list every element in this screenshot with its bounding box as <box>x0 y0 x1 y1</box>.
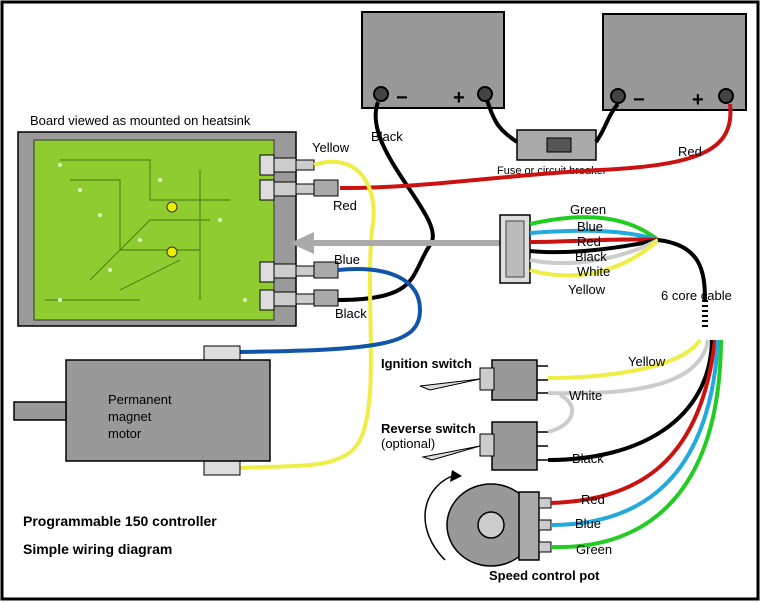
wire-battery-link-a <box>485 99 519 144</box>
connector-pin-labels: Green Blue Red Black White Yellow <box>568 202 610 297</box>
wire-battery-red <box>339 103 733 190</box>
cable-6-core <box>657 238 707 301</box>
connector-pin-label: Yellow <box>568 282 606 297</box>
battery-right-neg-terminal <box>610 88 626 104</box>
board-terminals <box>273 157 339 307</box>
label-board-yellow: Yellow <box>312 140 350 155</box>
wire-conn-red <box>529 237 659 244</box>
battery-left-neg-terminal <box>373 86 389 102</box>
label-board-blue: Blue <box>334 252 360 267</box>
label-pot-blue: Blue <box>575 516 601 531</box>
wire-conn-black <box>529 238 659 255</box>
capacitor-1 <box>166 201 178 213</box>
pot-title: Speed control pot <box>489 568 600 583</box>
reverse-switch-title: Reverse switch <box>381 421 476 436</box>
footer-title: Programmable 150 controller <box>23 513 217 529</box>
connector-pin-label: Black <box>575 249 607 264</box>
speed-control-pot: Speed control pot <box>424 470 600 583</box>
wire-pot-red <box>550 339 717 505</box>
motor: Permanent magnet motor <box>13 345 271 476</box>
wire-reverse-black <box>547 339 714 462</box>
cable-label: 6 core cable <box>661 288 732 303</box>
connector-pin-label: Red <box>577 234 601 249</box>
pcb <box>33 139 275 321</box>
connector-pin-label: White <box>577 264 610 279</box>
wire-conn-blue <box>529 228 659 242</box>
label-ignition-white: White <box>569 388 602 403</box>
wire-pot-green <box>550 339 723 550</box>
wire-battery-link-b <box>594 102 620 144</box>
connector-6pin <box>499 214 531 284</box>
label-ignition-yellow: Yellow <box>628 354 666 369</box>
motor-label-line-1: Permanent <box>108 392 172 407</box>
wire-board-blue <box>239 267 423 354</box>
battery-left-pos-terminal <box>477 86 493 102</box>
fuse: Fuse or circuit breaker <box>497 129 607 177</box>
battery-right-pos-terminal <box>718 88 734 104</box>
label-board-black: Black <box>335 306 367 321</box>
label-battery-black: Black <box>371 129 403 144</box>
wire-conn-green <box>529 215 660 242</box>
connector-pin-label: Green <box>570 202 606 217</box>
capacitor-2 <box>166 246 178 258</box>
wire-conn-yellow <box>529 238 660 278</box>
label-pot-green: Green <box>576 542 612 557</box>
battery-right-neg-sign: − <box>633 89 645 111</box>
label-battery-red: Red <box>678 144 702 159</box>
board-label: Board viewed as mounted on heatsink <box>30 113 251 128</box>
wire-pot-blue <box>550 339 720 527</box>
ignition-switch-title: Ignition switch <box>381 356 472 371</box>
label-pot-red: Red <box>581 492 605 507</box>
reverse-switch: Reverse switch (optional) <box>381 421 548 471</box>
battery-left-pos-sign: + <box>453 87 465 109</box>
wire-ignition-white <box>547 339 710 396</box>
battery-left: − + <box>361 11 505 109</box>
wire-reverse-link <box>547 393 575 434</box>
controller-board: Board viewed as mounted on heatsink <box>17 113 297 327</box>
label-board-red: Red <box>333 198 357 213</box>
label-reverse-black: Black <box>572 451 604 466</box>
signal-arrow <box>290 232 500 254</box>
reverse-switch-note: (optional) <box>381 436 435 451</box>
ignition-switch: Ignition switch <box>381 356 548 401</box>
footer-subtitle: Simple wiring diagram <box>23 541 172 557</box>
connector-pin-label: Blue <box>577 219 603 234</box>
battery-left-neg-sign: − <box>396 87 408 109</box>
battery-right-pos-sign: + <box>692 89 704 111</box>
motor-label-line-2: magnet <box>108 409 152 424</box>
wire-conn-white <box>529 238 659 266</box>
wire-ignition-yellow <box>547 338 702 380</box>
motor-label-line-3: motor <box>108 426 142 441</box>
battery-right: − + <box>602 13 747 111</box>
